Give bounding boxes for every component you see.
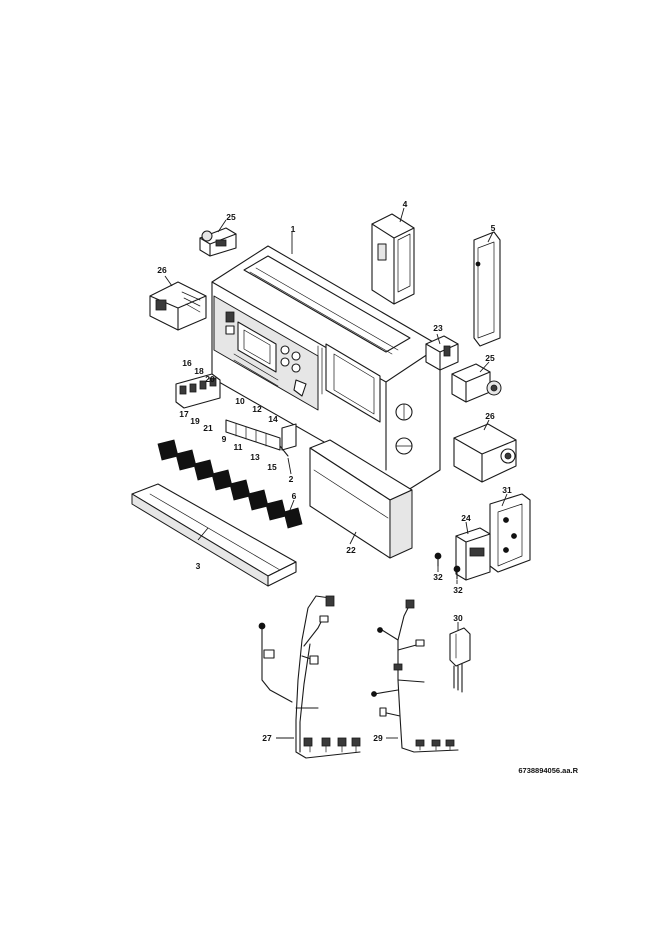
callout-25-right: 25: [485, 353, 495, 363]
callout-26-left: 26: [157, 265, 167, 275]
callout-3: 3: [196, 561, 201, 571]
part-26-bracket-left: [149, 281, 207, 331]
callout-32-right: 32: [453, 585, 463, 595]
callout-20: 20: [205, 374, 215, 384]
leader-lines: [164, 207, 508, 739]
callout-14: 14: [268, 414, 278, 424]
part-9-15-terminal-strip: [225, 419, 297, 457]
part-26-transformer: [453, 423, 517, 483]
callout-30: 30: [453, 613, 463, 623]
callout-12: 12: [252, 404, 262, 414]
document-code: 6738894056.aa.R: [518, 766, 578, 775]
callout-15: 15: [267, 462, 277, 472]
callout-17: 17: [179, 409, 189, 419]
part-5-frame-cover: [473, 231, 501, 347]
part-32-screws: [434, 552, 461, 580]
callout-32-left: 32: [433, 572, 443, 582]
callout-24: 24: [461, 513, 471, 523]
part-27-wiring-harness: [258, 595, 361, 759]
callout-18: 18: [194, 366, 204, 376]
part-1-control-housing: [211, 245, 441, 491]
callout-10: 10: [235, 396, 245, 406]
part-30-cable-plug: [449, 627, 471, 693]
callout-4: 4: [403, 199, 408, 209]
callout-9: 9: [222, 434, 227, 444]
part-4-side-cover: [371, 213, 415, 305]
part-23-clip: [425, 335, 459, 371]
callout-26-right: 26: [485, 411, 495, 421]
callout-23: 23: [433, 323, 443, 333]
callout-21: 21: [203, 423, 213, 433]
callout-16: 16: [182, 358, 192, 368]
part-22-cover-plate: [309, 439, 413, 559]
part-25-clip-right: [451, 363, 502, 403]
callout-22: 22: [346, 545, 356, 555]
callout-31: 31: [502, 485, 512, 495]
part-3-base-tray: [131, 483, 297, 587]
callout-13: 13: [250, 452, 260, 462]
callout-11: 11: [234, 442, 243, 452]
callout-5: 5: [491, 223, 496, 233]
callout-6: 6: [292, 491, 297, 501]
part-31-pcb-bracket: [489, 493, 531, 573]
part-29-wiring-harness: [371, 599, 459, 753]
part-25-clip-top: [199, 227, 237, 257]
callout-29: 29: [373, 733, 383, 743]
part-6-connector-plugs: [157, 439, 303, 529]
part-24-relay-block: [455, 527, 491, 581]
callout-2: 2: [289, 474, 294, 484]
callout-25-top: 25: [226, 212, 236, 222]
callout-labels: 1 2 3 4 5 6 9 10 11 12 13 14 15 16 17 18…: [157, 199, 512, 743]
part-16-21-connector-block: [175, 373, 221, 409]
callout-27: 27: [262, 733, 272, 743]
callout-1: 1: [291, 224, 296, 234]
callout-19: 19: [190, 416, 200, 426]
